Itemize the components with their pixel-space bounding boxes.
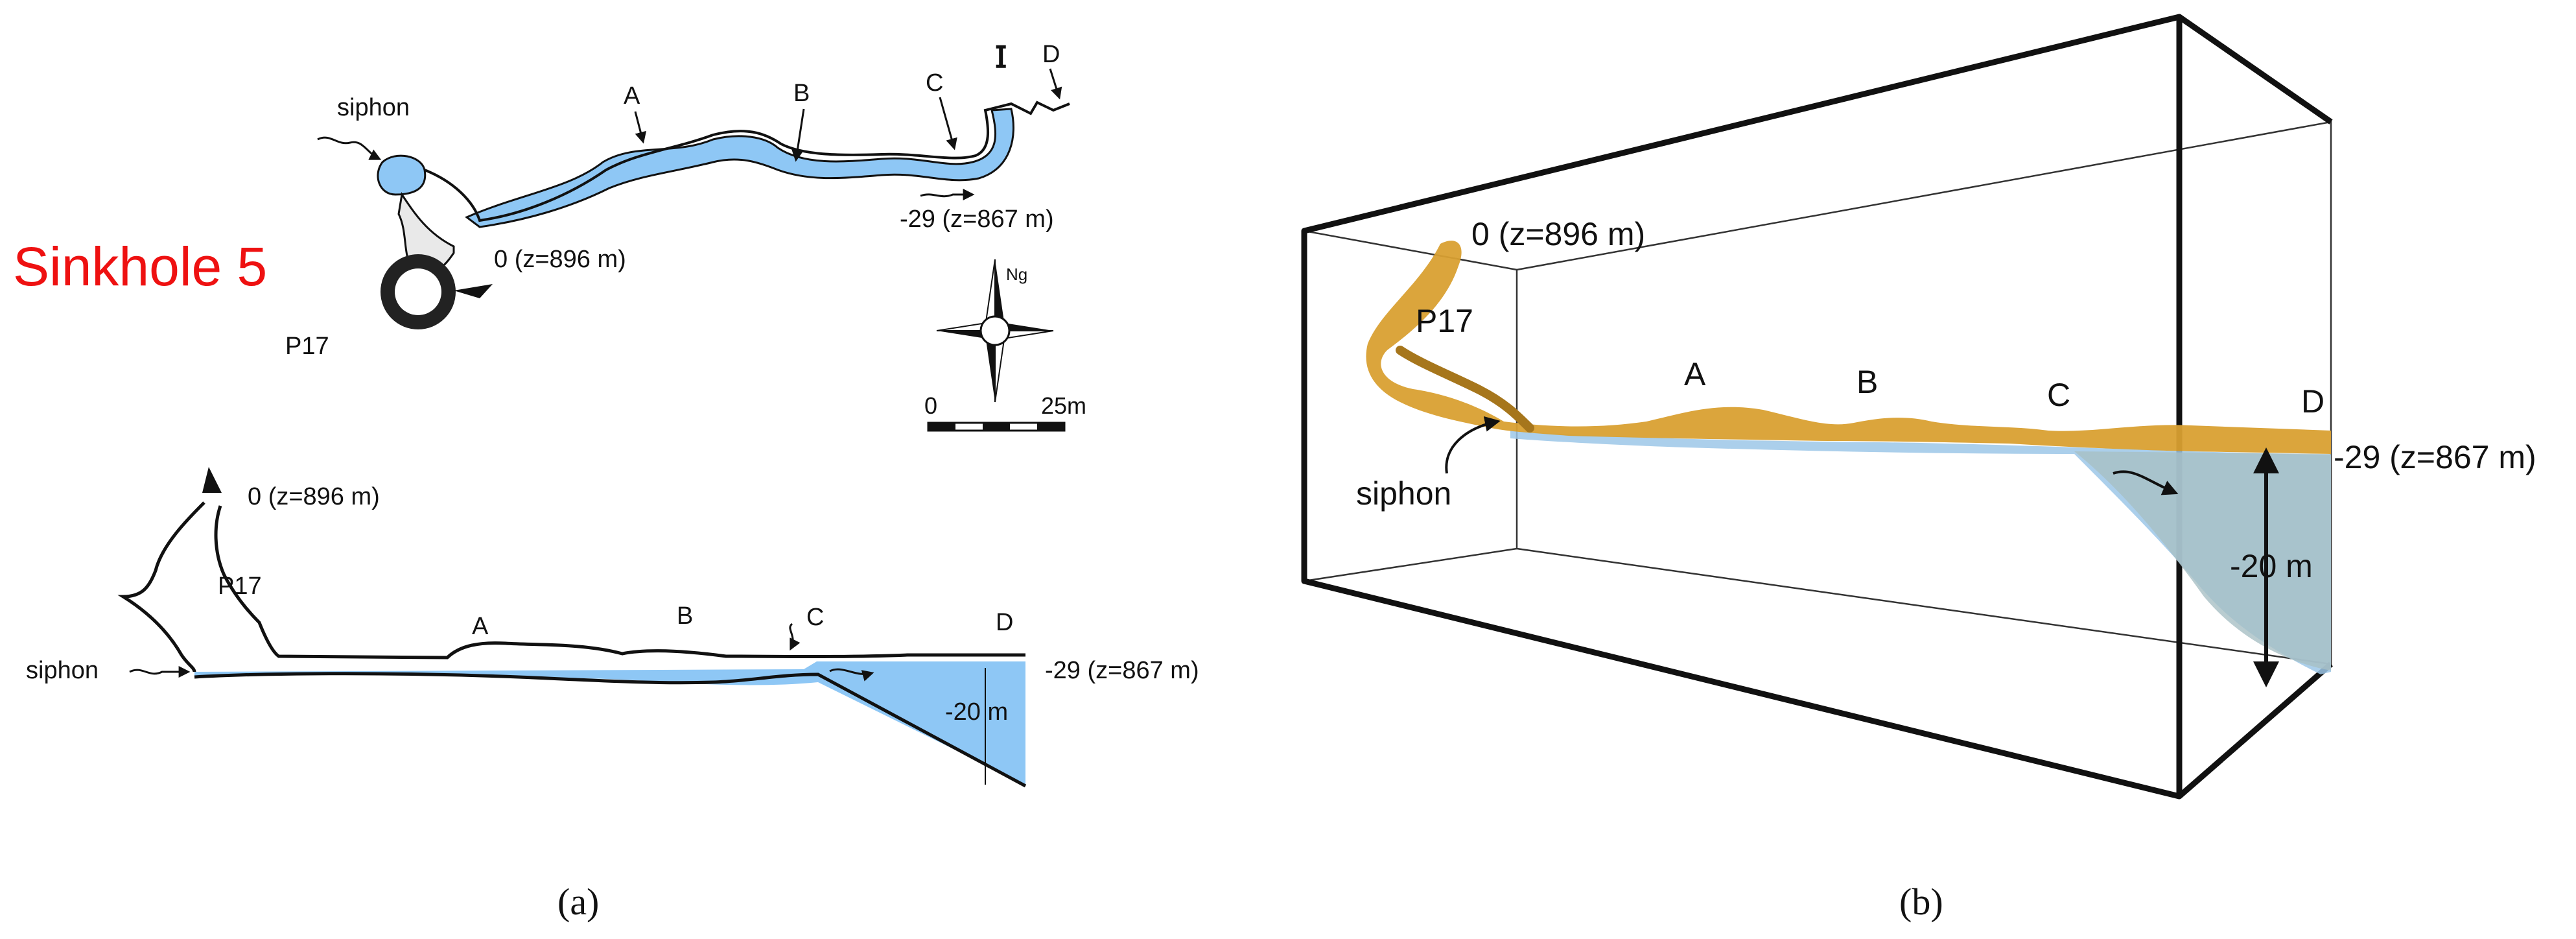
north-compass-icon xyxy=(936,259,1054,403)
section-siphon-arrow xyxy=(129,666,191,678)
plan-end-level: -29 (z=867 m) xyxy=(900,206,1054,233)
model-shaft-label: P17 xyxy=(1416,303,1473,339)
plan-arrow-c xyxy=(939,97,957,150)
model-label-b: B xyxy=(1856,364,1878,400)
entrance-pointer-icon xyxy=(454,284,493,298)
plan-label-d: D xyxy=(1042,41,1060,68)
section-entrance-level: 0 (z=896 m) xyxy=(248,483,380,510)
section-shaft-label: P17 xyxy=(218,573,262,600)
section-depth-label: -20 m xyxy=(945,698,1008,726)
section-label-d: D xyxy=(996,609,1013,636)
section-siphon-label: siphon xyxy=(26,657,99,684)
section-cave-outline xyxy=(117,501,1025,672)
caption-b: (b) xyxy=(1899,881,1943,923)
box-thick-edges xyxy=(1301,14,2333,800)
plan-arrow-d xyxy=(1049,68,1062,100)
section-label-a: A xyxy=(472,613,489,640)
plan-label-a: A xyxy=(624,82,640,110)
plan-entrance-level: 0 (z=896 m) xyxy=(494,246,626,273)
plan-shaft-label: P17 xyxy=(285,333,329,360)
plan-label-c: C xyxy=(926,69,943,97)
panel-a: Sinkhole 5 siphon A B C D 𝖨 0 xyxy=(13,40,1199,923)
section-label-c: C xyxy=(806,604,824,631)
model-siphon-label: siphon xyxy=(1356,475,1451,512)
model-end-level: -29 (z=867 m) xyxy=(2334,439,2536,475)
plan-cave-outline xyxy=(424,101,1070,222)
scale-start: 0 xyxy=(924,392,937,419)
section-flow-arrow xyxy=(829,668,874,682)
section-view: 0 (z=896 m) P17 siphon A B C D -29 (z=86… xyxy=(26,467,1199,788)
model-label-a: A xyxy=(1684,356,1706,392)
section-end-level: -29 (z=867 m) xyxy=(1045,657,1199,684)
sinkhole-title: Sinkhole 5 xyxy=(13,236,267,297)
panel-b: 0 (z=896 m) P17 A B C D siphon -29 (z=86… xyxy=(1301,14,2536,923)
plan-end-arrow xyxy=(920,189,975,200)
caption-a: (a) xyxy=(557,881,599,923)
model-label-c: C xyxy=(2047,377,2070,413)
model-entrance-level: 0 (z=896 m) xyxy=(1471,216,1645,252)
plan-siphon-arrow xyxy=(317,136,382,160)
model-label-d: D xyxy=(2301,383,2324,420)
section-label-b: B xyxy=(677,602,693,630)
shaft-p17-inner xyxy=(395,268,441,315)
depth-arrow-down-icon xyxy=(2253,661,2279,687)
scale-end: 25m xyxy=(1041,392,1086,419)
model-cave-shadow xyxy=(1396,346,1534,433)
plan-view: siphon A B C D 𝖨 0 (z=896 m) -29 (z=867 … xyxy=(285,40,1086,432)
model-cave-mesh xyxy=(1366,241,2331,454)
plan-arrow-b xyxy=(791,108,805,162)
section-entrance-pointer-shade xyxy=(202,467,215,493)
scale-bar xyxy=(927,422,1066,432)
model-depth-label: -20 m xyxy=(2230,548,2313,584)
north-label: Ng xyxy=(1006,265,1027,284)
model-siphon-arrow xyxy=(1445,416,1501,474)
depth-arrow-up-icon xyxy=(2253,447,2279,473)
model-flow-arrow xyxy=(2113,470,2179,495)
plan-water xyxy=(377,108,1014,228)
plan-marker-glyph: 𝖨 xyxy=(994,40,1007,74)
plan-siphon-label: siphon xyxy=(337,94,410,121)
section-arrow-c xyxy=(789,623,801,651)
section-floor-line xyxy=(194,672,1027,788)
plan-arrow-a xyxy=(634,111,647,144)
plan-label-b: B xyxy=(793,80,810,107)
